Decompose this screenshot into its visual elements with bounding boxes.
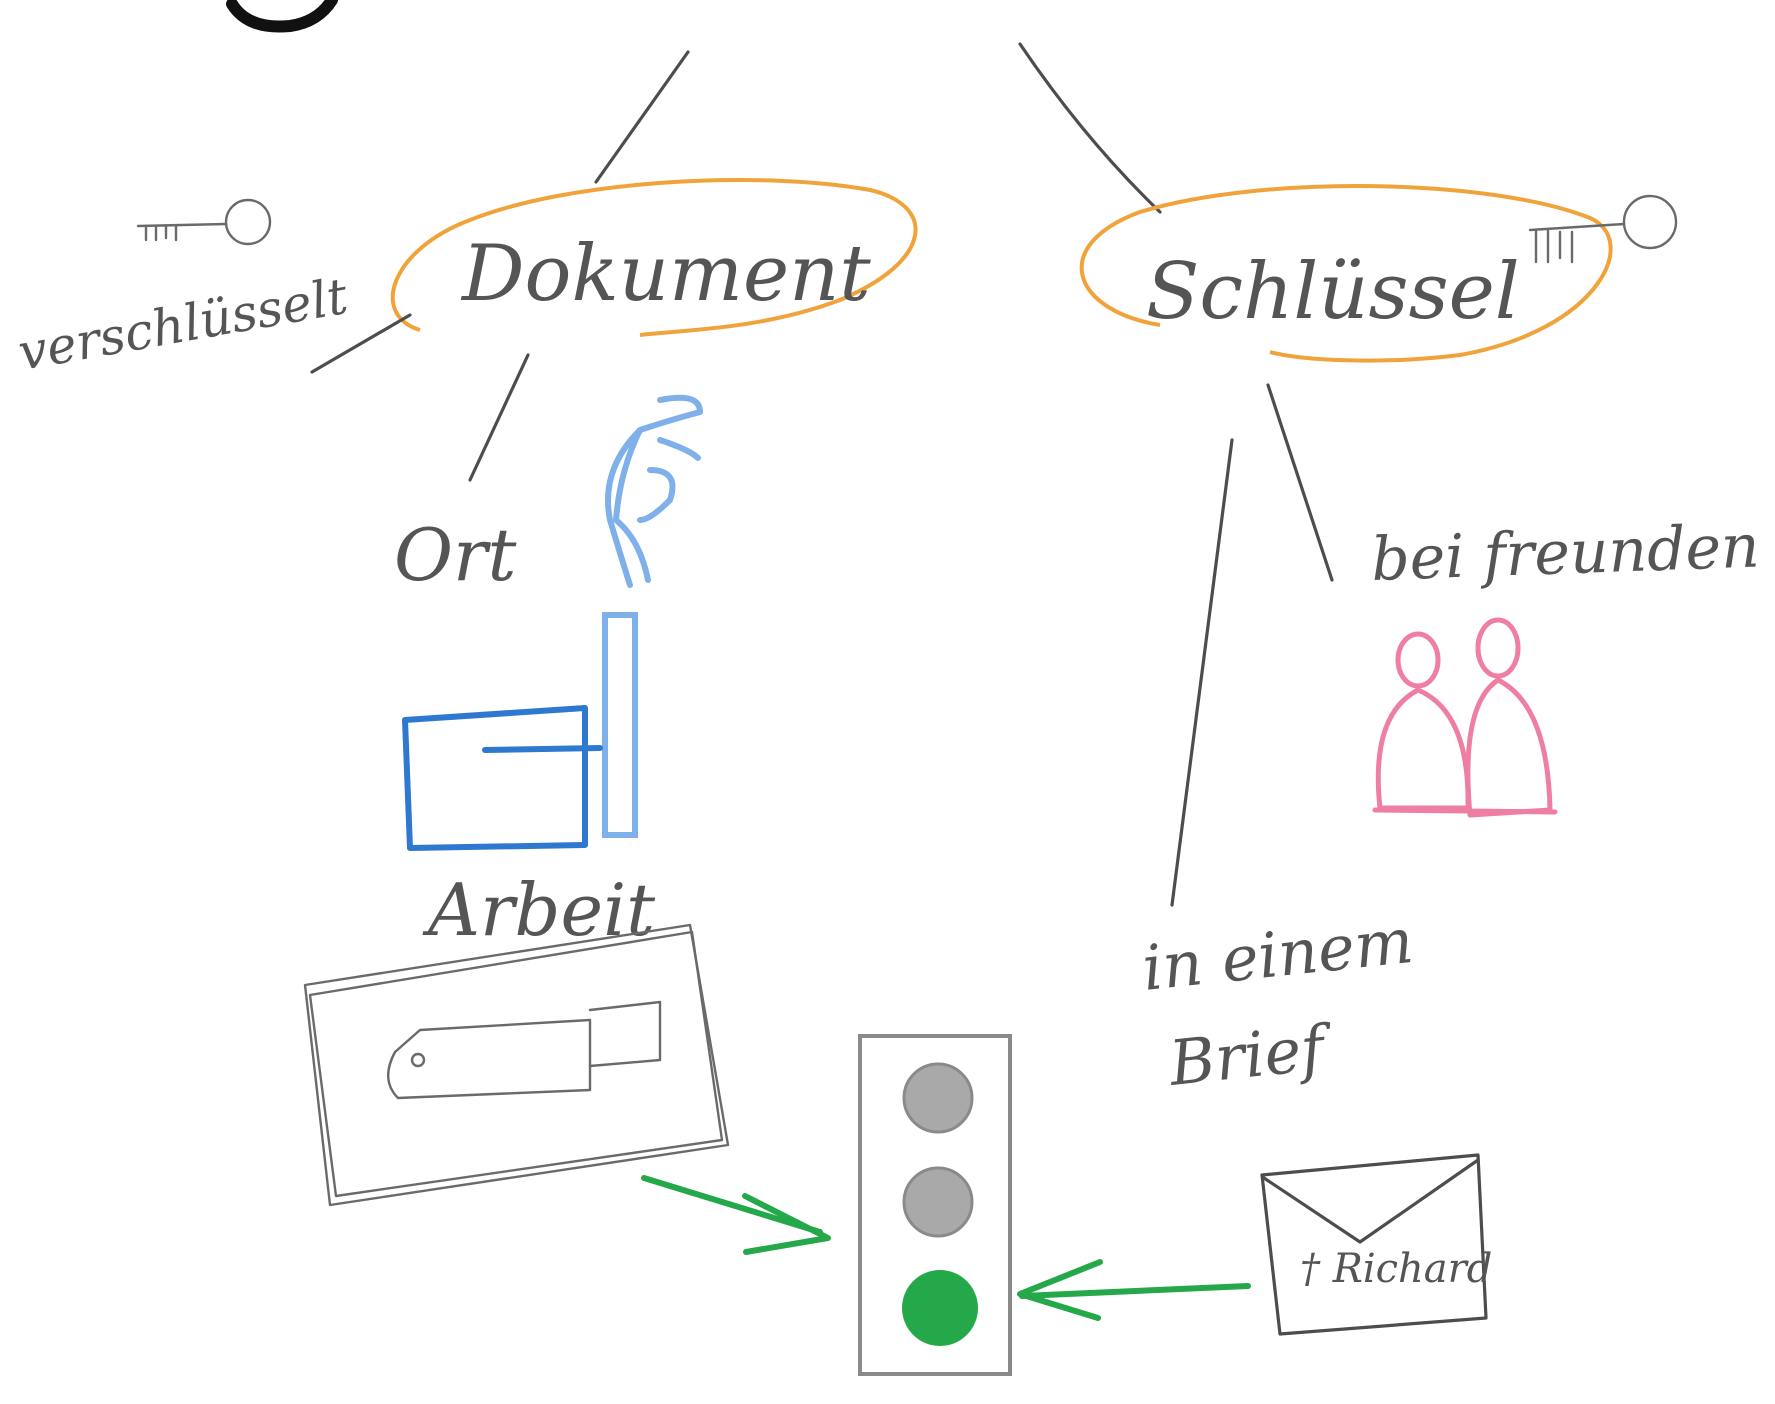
arbeit-label: Arbeit: [422, 868, 656, 952]
bei-freunden-label: bei freunden: [1370, 511, 1761, 595]
arrow-icon: [1017, 1259, 1251, 1321]
schluessel-label: Schlüssel: [1146, 247, 1520, 337]
envelope-icon: † Richard: [1260, 1153, 1492, 1336]
ort-label: Ort: [394, 513, 517, 597]
pointing-hand-icon: [605, 394, 703, 588]
key-icon: [136, 198, 272, 246]
connector-to-dokument: [594, 50, 690, 184]
two-people-icon: [1372, 617, 1558, 818]
in-einem-label: in einem: [1139, 904, 1417, 1005]
top-banner: [600, 0, 1200, 48]
arrow-icon: [641, 1175, 831, 1255]
connector-to-schluessel: [1018, 42, 1162, 214]
schluessel-node: Schlüssel: [1079, 184, 1613, 363]
traffic-light-icon: [858, 1034, 1012, 1376]
connector-to-bei-freunden: [1266, 383, 1334, 582]
envelope-text: † Richard: [1300, 1246, 1492, 1292]
brief-label: Brief: [1165, 1010, 1337, 1100]
schluessel-bubble: [1079, 184, 1613, 363]
connector-verschluesselt: [310, 313, 412, 374]
desk-icon: [402, 612, 638, 851]
verschluesselt-label: verschlüsselt: [14, 267, 353, 382]
key-icon: [1528, 194, 1678, 264]
connector-to-ort: [468, 353, 530, 482]
usb-stick-icon: [303, 923, 730, 1207]
dokument-bubble: [390, 178, 918, 337]
connector-to-brief: [1170, 438, 1234, 907]
cropped-heading-glyph: [226, 0, 338, 33]
dokument-label: Dokument: [460, 229, 871, 319]
dokument-node: Dokument: [390, 178, 918, 337]
